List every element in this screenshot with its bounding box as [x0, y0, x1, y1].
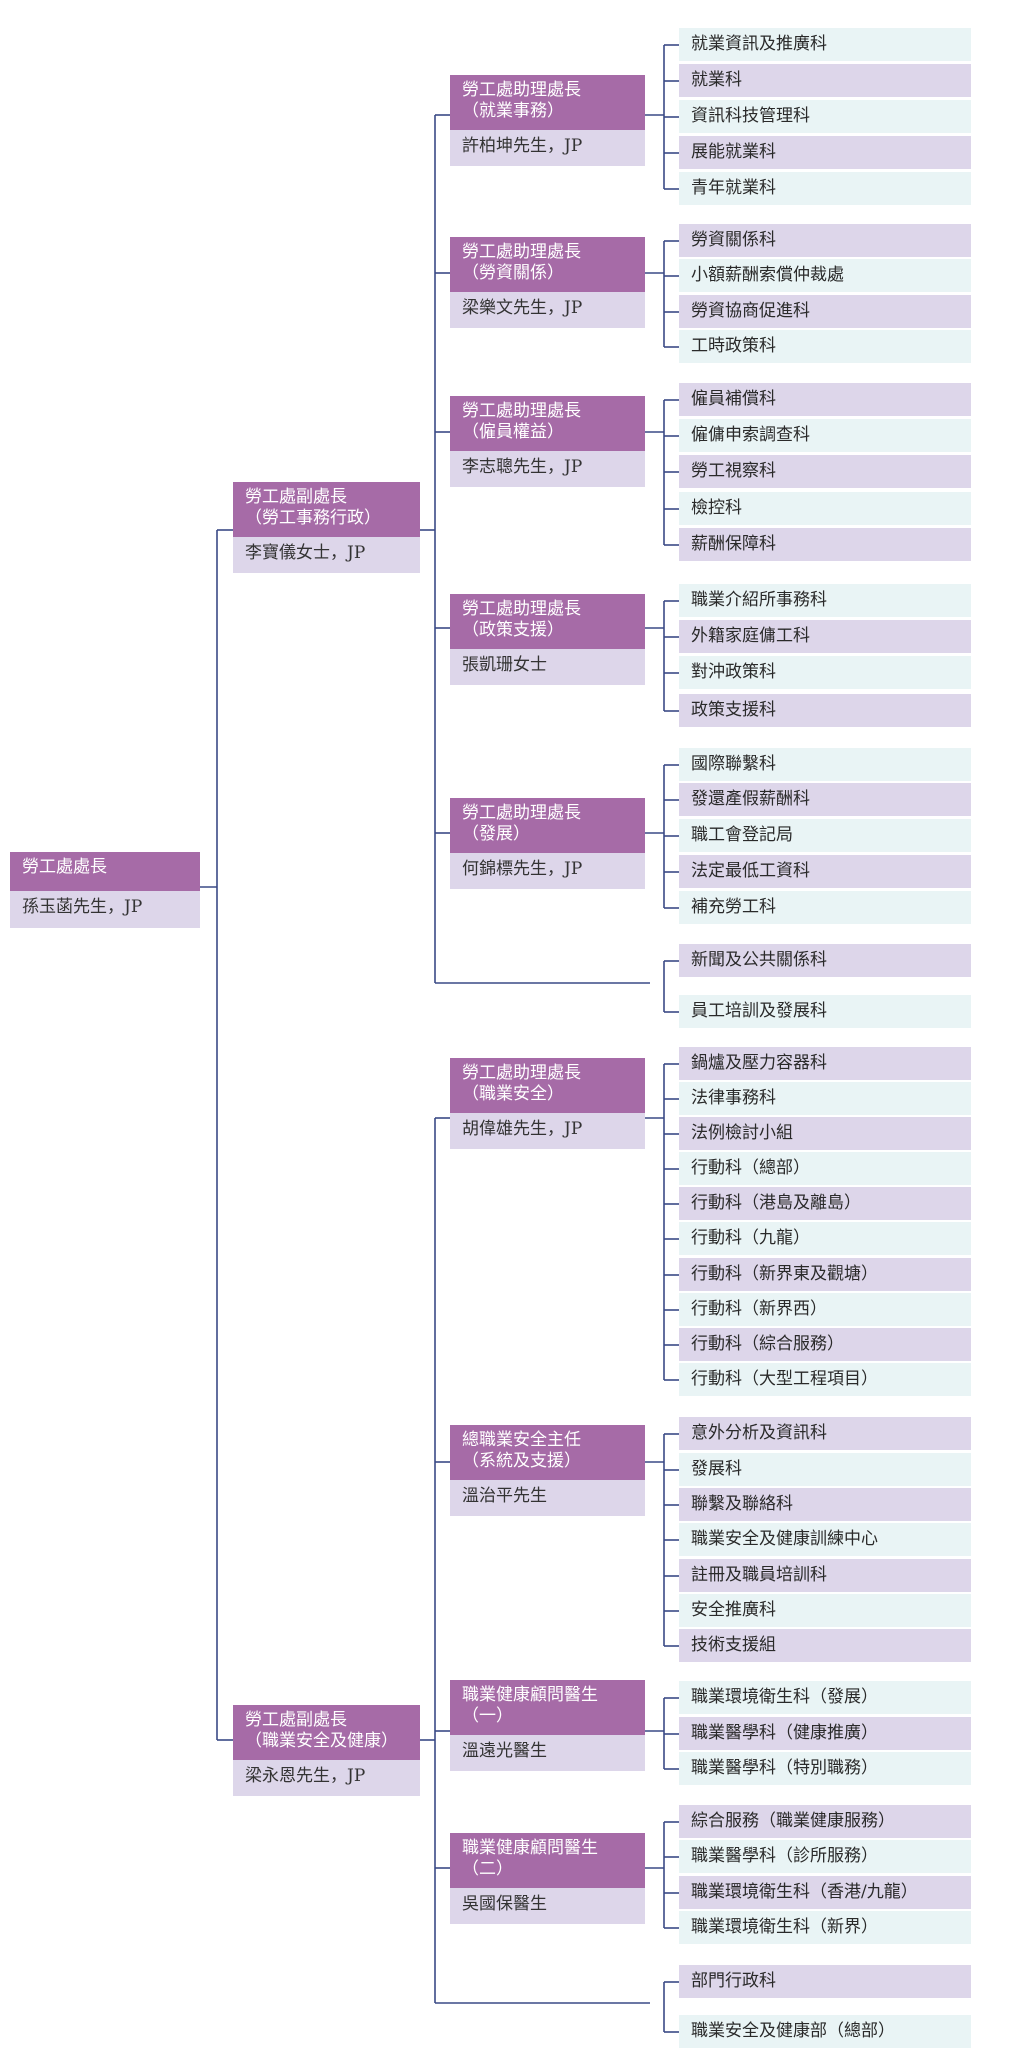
unit-2-name: 梁樂文先生，JP	[450, 292, 645, 328]
leaf-unit6-5: 行動科（港島及離島）	[679, 1187, 971, 1220]
deputy-2-title-line-2: （職業安全及健康）	[245, 1731, 398, 1751]
unit-3-name: 李志聰先生，JP	[450, 451, 645, 487]
leaf-unit6-2: 法律事務科	[679, 1082, 971, 1115]
leaf-direct1-1: 新聞及公共關係科	[679, 944, 971, 977]
unit-9-title: 職業健康顧問醫生 （二）	[450, 1833, 645, 1888]
deputy-1-title-line-2: （勞工事務行政）	[245, 508, 381, 528]
leaf-unit5-2: 發還產假薪酬科	[679, 783, 971, 816]
unit-2-title: 勞工處助理處長 （勞資關係）	[450, 237, 645, 292]
unit-9-title-line-1: 職業健康顧問醫生	[462, 1838, 598, 1858]
leaf-unit7-2: 發展科	[679, 1453, 971, 1486]
leaf-unit4-3: 對沖政策科	[679, 656, 971, 689]
leaf-unit4-4: 政策支援科	[679, 694, 971, 727]
leaf-unit5-3: 職工會登記局	[679, 819, 971, 852]
unit-3-title: 勞工處助理處長 （僱員權益）	[450, 396, 645, 451]
unit-7-title: 總職業安全主任 （系統及支援）	[450, 1425, 645, 1480]
root-name: 孫玉菡先生，JP	[10, 891, 200, 928]
unit-4-title: 勞工處助理處長 （政策支援）	[450, 594, 645, 649]
unit-6-title-line-1: 勞工處助理處長	[462, 1063, 581, 1083]
leaf-unit7-3: 聯繫及聯絡科	[679, 1488, 971, 1521]
leaf-unit6-10: 行動科（大型工程項目）	[679, 1363, 971, 1396]
leaf-unit6-6: 行動科（九龍）	[679, 1222, 971, 1255]
deputy-2-title: 勞工處副處長 （職業安全及健康）	[233, 1705, 420, 1760]
leaf-unit1-1: 就業資訊及推廣科	[679, 28, 971, 61]
leaf-unit7-1: 意外分析及資訊科	[679, 1417, 971, 1450]
leaf-unit8-2: 職業醫學科（健康推廣）	[679, 1717, 971, 1750]
leaf-unit4-2: 外籍家庭傭工科	[679, 620, 971, 653]
deputy-2-name: 梁永恩先生，JP	[233, 1760, 420, 1796]
leaf-unit7-4: 職業安全及健康訓練中心	[679, 1523, 971, 1556]
leaf-direct2-2: 職業安全及健康部（總部）	[679, 2015, 971, 2048]
leaf-unit9-1: 綜合服務（職業健康服務）	[679, 1805, 971, 1838]
unit-8-title-line-1: 職業健康顧問醫生	[462, 1685, 598, 1705]
unit-1-title-line-2: （就業事務）	[462, 101, 564, 121]
leaf-unit2-3: 勞資協商促進科	[679, 295, 971, 328]
leaf-unit6-7: 行動科（新界東及觀塘）	[679, 1258, 971, 1291]
leaf-unit7-5: 註冊及職員培訓科	[679, 1559, 971, 1592]
leaf-unit5-5: 補充勞工科	[679, 891, 971, 924]
deputy-1-title-line-1: 勞工處副處長	[245, 487, 347, 507]
leaf-unit6-1: 鍋爐及壓力容器科	[679, 1047, 971, 1080]
leaf-unit1-5: 青年就業科	[679, 172, 971, 205]
unit-1-title: 勞工處助理處長 （就業事務）	[450, 75, 645, 130]
unit-2-title-line-1: 勞工處助理處長	[462, 242, 581, 262]
leaf-direct2-1: 部門行政科	[679, 1965, 971, 1998]
unit-4-name: 張凱珊女士	[450, 649, 645, 685]
unit-9-name: 吳國保醫生	[450, 1888, 645, 1924]
unit-5-title-line-2: （發展）	[462, 824, 530, 844]
unit-3-title-line-2: （僱員權益）	[462, 422, 564, 442]
unit-8-title-line-2: （一）	[462, 1706, 513, 1726]
leaf-unit1-4: 展能就業科	[679, 136, 971, 169]
leaf-unit2-2: 小額薪酬索償仲裁處	[679, 259, 971, 292]
deputy-1-title: 勞工處副處長 （勞工事務行政）	[233, 482, 420, 537]
unit-7-title-line-2: （系統及支援）	[462, 1451, 581, 1471]
leaf-unit8-1: 職業環境衛生科（發展）	[679, 1681, 971, 1714]
leaf-unit5-4: 法定最低工資科	[679, 855, 971, 888]
leaf-unit2-1: 勞資關係科	[679, 224, 971, 257]
unit-4-title-line-2: （政策支援）	[462, 620, 564, 640]
unit-8-name: 溫遠光醫生	[450, 1735, 645, 1771]
deputy-2-title-line-1: 勞工處副處長	[245, 1710, 347, 1730]
unit-6-title-line-2: （職業安全）	[462, 1084, 564, 1104]
unit-2-title-line-2: （勞資關係）	[462, 263, 564, 283]
leaf-unit9-3: 職業環境衛生科（香港/九龍）	[679, 1876, 971, 1909]
leaf-unit7-7: 技術支援組	[679, 1629, 971, 1662]
unit-5-title-line-1: 勞工處助理處長	[462, 803, 581, 823]
unit-3-title-line-1: 勞工處助理處長	[462, 401, 581, 421]
leaf-unit9-4: 職業環境衛生科（新界）	[679, 1911, 971, 1944]
unit-7-name: 溫治平先生	[450, 1480, 645, 1516]
leaf-unit7-6: 安全推廣科	[679, 1594, 971, 1627]
unit-8-title: 職業健康顧問醫生 （一）	[450, 1680, 645, 1735]
leaf-unit5-1: 國際聯繫科	[679, 748, 971, 781]
leaf-unit9-2: 職業醫學科（診所服務）	[679, 1840, 971, 1873]
leaf-unit2-4: 工時政策科	[679, 330, 971, 363]
leaf-unit3-5: 薪酬保障科	[679, 528, 971, 561]
unit-1-name: 許柏坤先生，JP	[450, 130, 645, 166]
leaf-unit1-3: 資訊科技管理科	[679, 100, 971, 133]
leaf-unit3-1: 僱員補償科	[679, 383, 971, 416]
leaf-unit8-3: 職業醫學科（特別職務）	[679, 1752, 971, 1785]
leaf-unit6-4: 行動科（總部）	[679, 1152, 971, 1185]
leaf-unit3-2: 僱傭申索調查科	[679, 419, 971, 452]
unit-1-title-line-1: 勞工處助理處長	[462, 80, 581, 100]
leaf-unit1-2: 就業科	[679, 64, 971, 97]
leaf-unit6-9: 行動科（綜合服務）	[679, 1328, 971, 1361]
leaf-unit6-8: 行動科（新界西）	[679, 1293, 971, 1326]
leaf-unit3-3: 勞工視察科	[679, 455, 971, 488]
unit-9-title-line-2: （二）	[462, 1859, 513, 1879]
leaf-unit4-1: 職業介紹所事務科	[679, 584, 971, 617]
leaf-direct1-2: 員工培訓及發展科	[679, 995, 971, 1028]
deputy-1-name: 李寶儀女士，JP	[233, 537, 420, 573]
unit-5-name: 何錦標先生，JP	[450, 853, 645, 889]
unit-7-title-line-1: 總職業安全主任	[462, 1430, 581, 1450]
leaf-unit3-4: 檢控科	[679, 492, 971, 525]
leaf-unit6-3: 法例檢討小組	[679, 1117, 971, 1150]
unit-6-name: 胡偉雄先生，JP	[450, 1113, 645, 1149]
unit-5-title: 勞工處助理處長 （發展）	[450, 798, 645, 853]
unit-4-title-line-1: 勞工處助理處長	[462, 599, 581, 619]
root-title: 勞工處處長	[10, 852, 200, 891]
unit-6-title: 勞工處助理處長 （職業安全）	[450, 1058, 645, 1113]
